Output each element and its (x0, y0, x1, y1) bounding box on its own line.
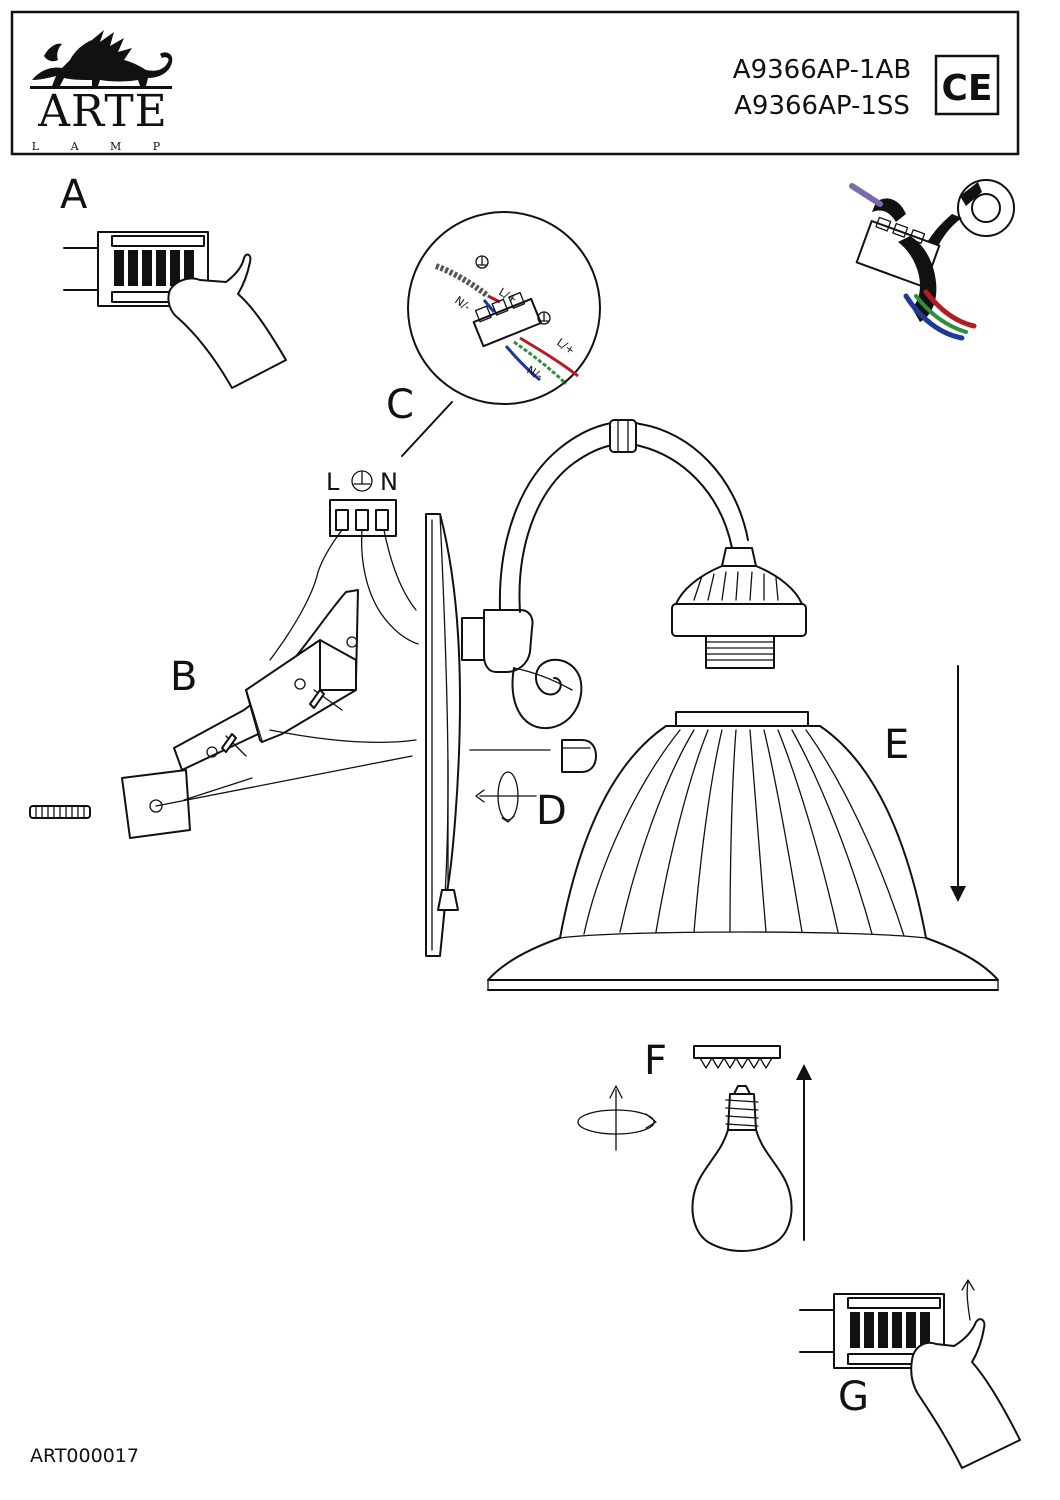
breaker-panel-icon (63, 231, 209, 307)
step-label-a: A (60, 172, 88, 218)
wall-canopy (425, 513, 461, 957)
step-a-breaker: A (60, 172, 287, 389)
arrow-down-icon (950, 665, 966, 902)
step-b-mounting: B (29, 529, 419, 839)
screw-icon (309, 689, 343, 711)
step-label-c: C (386, 382, 414, 428)
model-number-ab: A9366AP-1AB (733, 55, 911, 85)
main-terminal: L N (326, 468, 398, 537)
lamp-arm (461, 419, 749, 730)
hand-icon (167, 253, 287, 389)
ground-symbol-icon (475, 255, 489, 269)
ce-mark: CE (941, 68, 992, 109)
brand-name: ARTE (37, 86, 168, 137)
model-number-ss: A9366AP-1SS (734, 91, 910, 121)
screw-icon (221, 733, 247, 757)
rotate-arrow-icon (577, 1085, 657, 1151)
light-bulb-icon (691, 1085, 793, 1252)
ground-symbol-icon (537, 311, 551, 325)
lamp-socket (671, 547, 807, 669)
header: ARTE L A M P A9366AP-1AB A9366AP-1SS CE (10, 10, 1020, 156)
threaded-rod-icon (29, 805, 91, 819)
brand-sub: L A M P (32, 140, 174, 153)
winged-lion-icon (30, 30, 173, 89)
step-label-e: E (884, 722, 909, 768)
arrow-up-icon (796, 1064, 812, 1241)
wire-earth (914, 294, 968, 334)
ce-mark-frame (934, 54, 1000, 116)
detail-magnifier (407, 211, 601, 405)
step-f-bulb: F (577, 1038, 812, 1252)
ground-symbol-icon (351, 470, 373, 492)
rotate-arrow-icon (475, 771, 537, 823)
curved-arrow-icon (961, 1279, 975, 1321)
step-label-d: D (536, 788, 567, 834)
wire-live (923, 289, 977, 329)
tape-connector-illustration (849, 179, 1015, 341)
step-label-f: F (644, 1038, 667, 1084)
step-label-b: B (170, 654, 197, 700)
step-d-finial: D (469, 739, 597, 834)
shade-ring-icon (693, 1045, 781, 1069)
article-number: ART000017 (30, 1445, 139, 1467)
step-label-g: G (838, 1374, 869, 1420)
hand-icon (910, 1318, 1021, 1469)
step-g-breaker: G (799, 1279, 1021, 1469)
header-frame (10, 10, 1020, 156)
terminal-label-neutral: N (380, 468, 398, 496)
wire-neutral (903, 293, 965, 341)
terminal-label-live: L (326, 468, 340, 496)
step-e-shade: E (487, 665, 999, 991)
step-c-wiring-detail: C L/+ N/- L/+ N/- (386, 211, 601, 457)
